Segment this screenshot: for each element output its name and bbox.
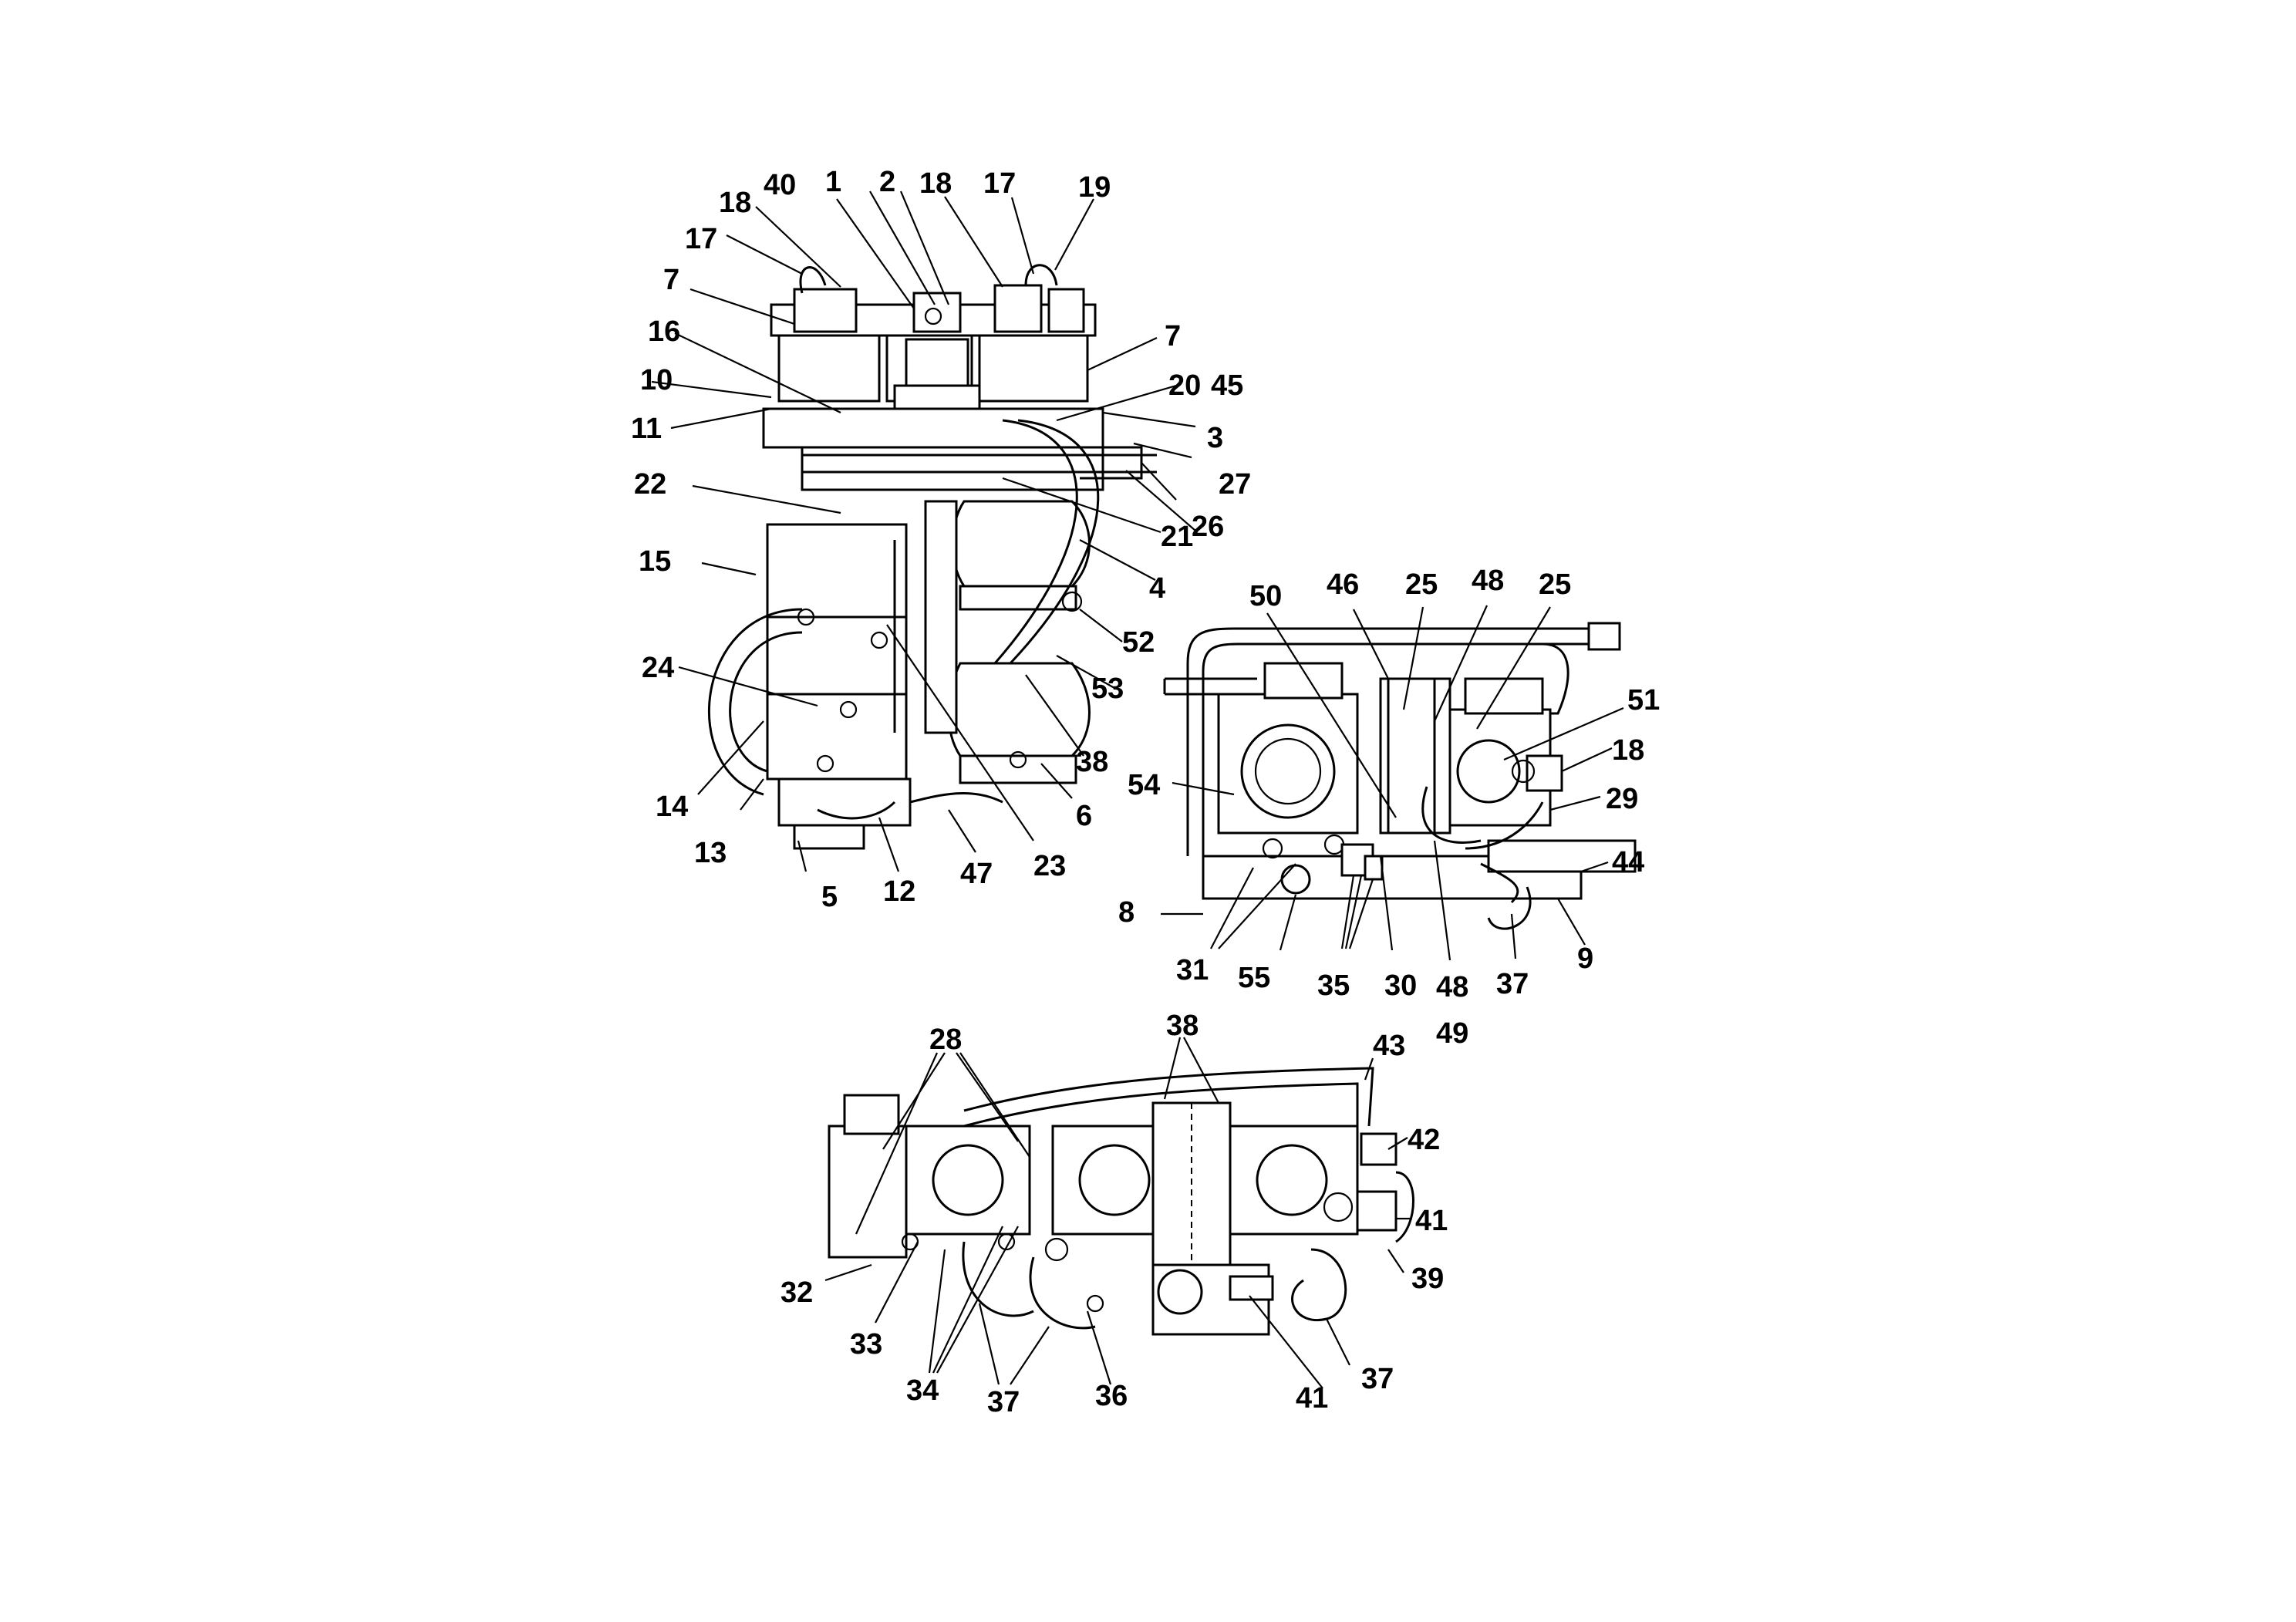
callout-11: 11 [631,413,662,445]
callout-18a: 18 [719,187,751,219]
callout-31: 31 [1176,954,1209,986]
callout-13: 13 [694,837,727,869]
callout-2: 2 [879,166,895,198]
callout-3: 3 [1207,422,1223,454]
callout-23: 23 [1033,850,1066,882]
callout-39: 39 [1411,1263,1444,1295]
callout-50: 50 [1249,580,1282,612]
callout-38a: 38 [1076,746,1108,778]
callout-26: 26 [1192,511,1224,543]
callout-30: 30 [1384,969,1417,1002]
callout-40: 40 [764,169,796,201]
callout-14: 14 [656,791,688,823]
callout-35: 35 [1317,969,1350,1002]
callout-12: 12 [883,875,915,908]
callout-24: 24 [642,652,674,684]
callout-9: 9 [1577,943,1593,975]
callout-18b: 18 [919,167,952,200]
callout-16: 16 [648,315,680,348]
callout-29: 29 [1606,783,1638,815]
callout-1: 1 [825,166,841,198]
callout-17b: 17 [983,167,1016,200]
view-bottom-pump-assembly [828,1067,1414,1336]
callout-55: 55 [1238,962,1270,994]
callout-48a: 48 [1472,565,1504,597]
callout-43: 43 [1373,1030,1405,1062]
callout-19: 19 [1078,171,1111,204]
callout-5: 5 [821,881,838,913]
callout-21: 21 [1161,521,1193,553]
callout-8: 8 [1118,896,1135,929]
callout-7a: 7 [663,264,679,296]
callout-42: 42 [1408,1124,1440,1156]
callout-7b: 7 [1165,320,1181,352]
callout-46: 46 [1327,568,1359,601]
callout-10: 10 [640,364,673,396]
callout-4: 4 [1149,572,1165,605]
callout-15: 15 [639,545,671,578]
callout-18c: 18 [1612,734,1644,767]
callout-27: 27 [1219,468,1251,501]
callout-37c: 37 [1361,1363,1394,1395]
callout-45: 45 [1211,369,1243,402]
callout-41a: 41 [1415,1205,1448,1237]
callout-36: 36 [1095,1380,1128,1412]
callout-37a: 37 [1496,968,1529,1000]
callout-54: 54 [1128,769,1160,801]
callout-25a: 25 [1405,568,1438,601]
callout-28: 28 [929,1023,962,1056]
callout-33: 33 [850,1328,882,1361]
callout-labels: 1 2 3 4 5 6 7 7 8 9 10 11 12 13 14 15 16… [631,166,1660,1418]
callout-49: 49 [1436,1017,1468,1050]
callout-48b: 48 [1436,971,1468,1003]
callout-6: 6 [1076,800,1092,832]
callout-41b: 41 [1296,1382,1328,1415]
view-top-left-pump-assembly [708,264,1157,850]
callout-52: 52 [1122,626,1155,659]
leader-lines [651,191,1624,1389]
callout-47: 47 [960,858,993,890]
callout-34: 34 [906,1374,939,1407]
callout-32: 32 [781,1276,813,1309]
view-right-pump-assembly [1163,622,1637,930]
callout-25b: 25 [1539,568,1571,601]
callout-44: 44 [1612,846,1644,878]
callout-37b: 37 [987,1386,1020,1418]
callout-53: 53 [1091,673,1124,705]
callout-38b: 38 [1166,1010,1199,1042]
callout-22: 22 [634,468,666,501]
callout-17a: 17 [685,223,717,255]
callout-51: 51 [1627,684,1660,717]
callout-20: 20 [1168,369,1201,402]
